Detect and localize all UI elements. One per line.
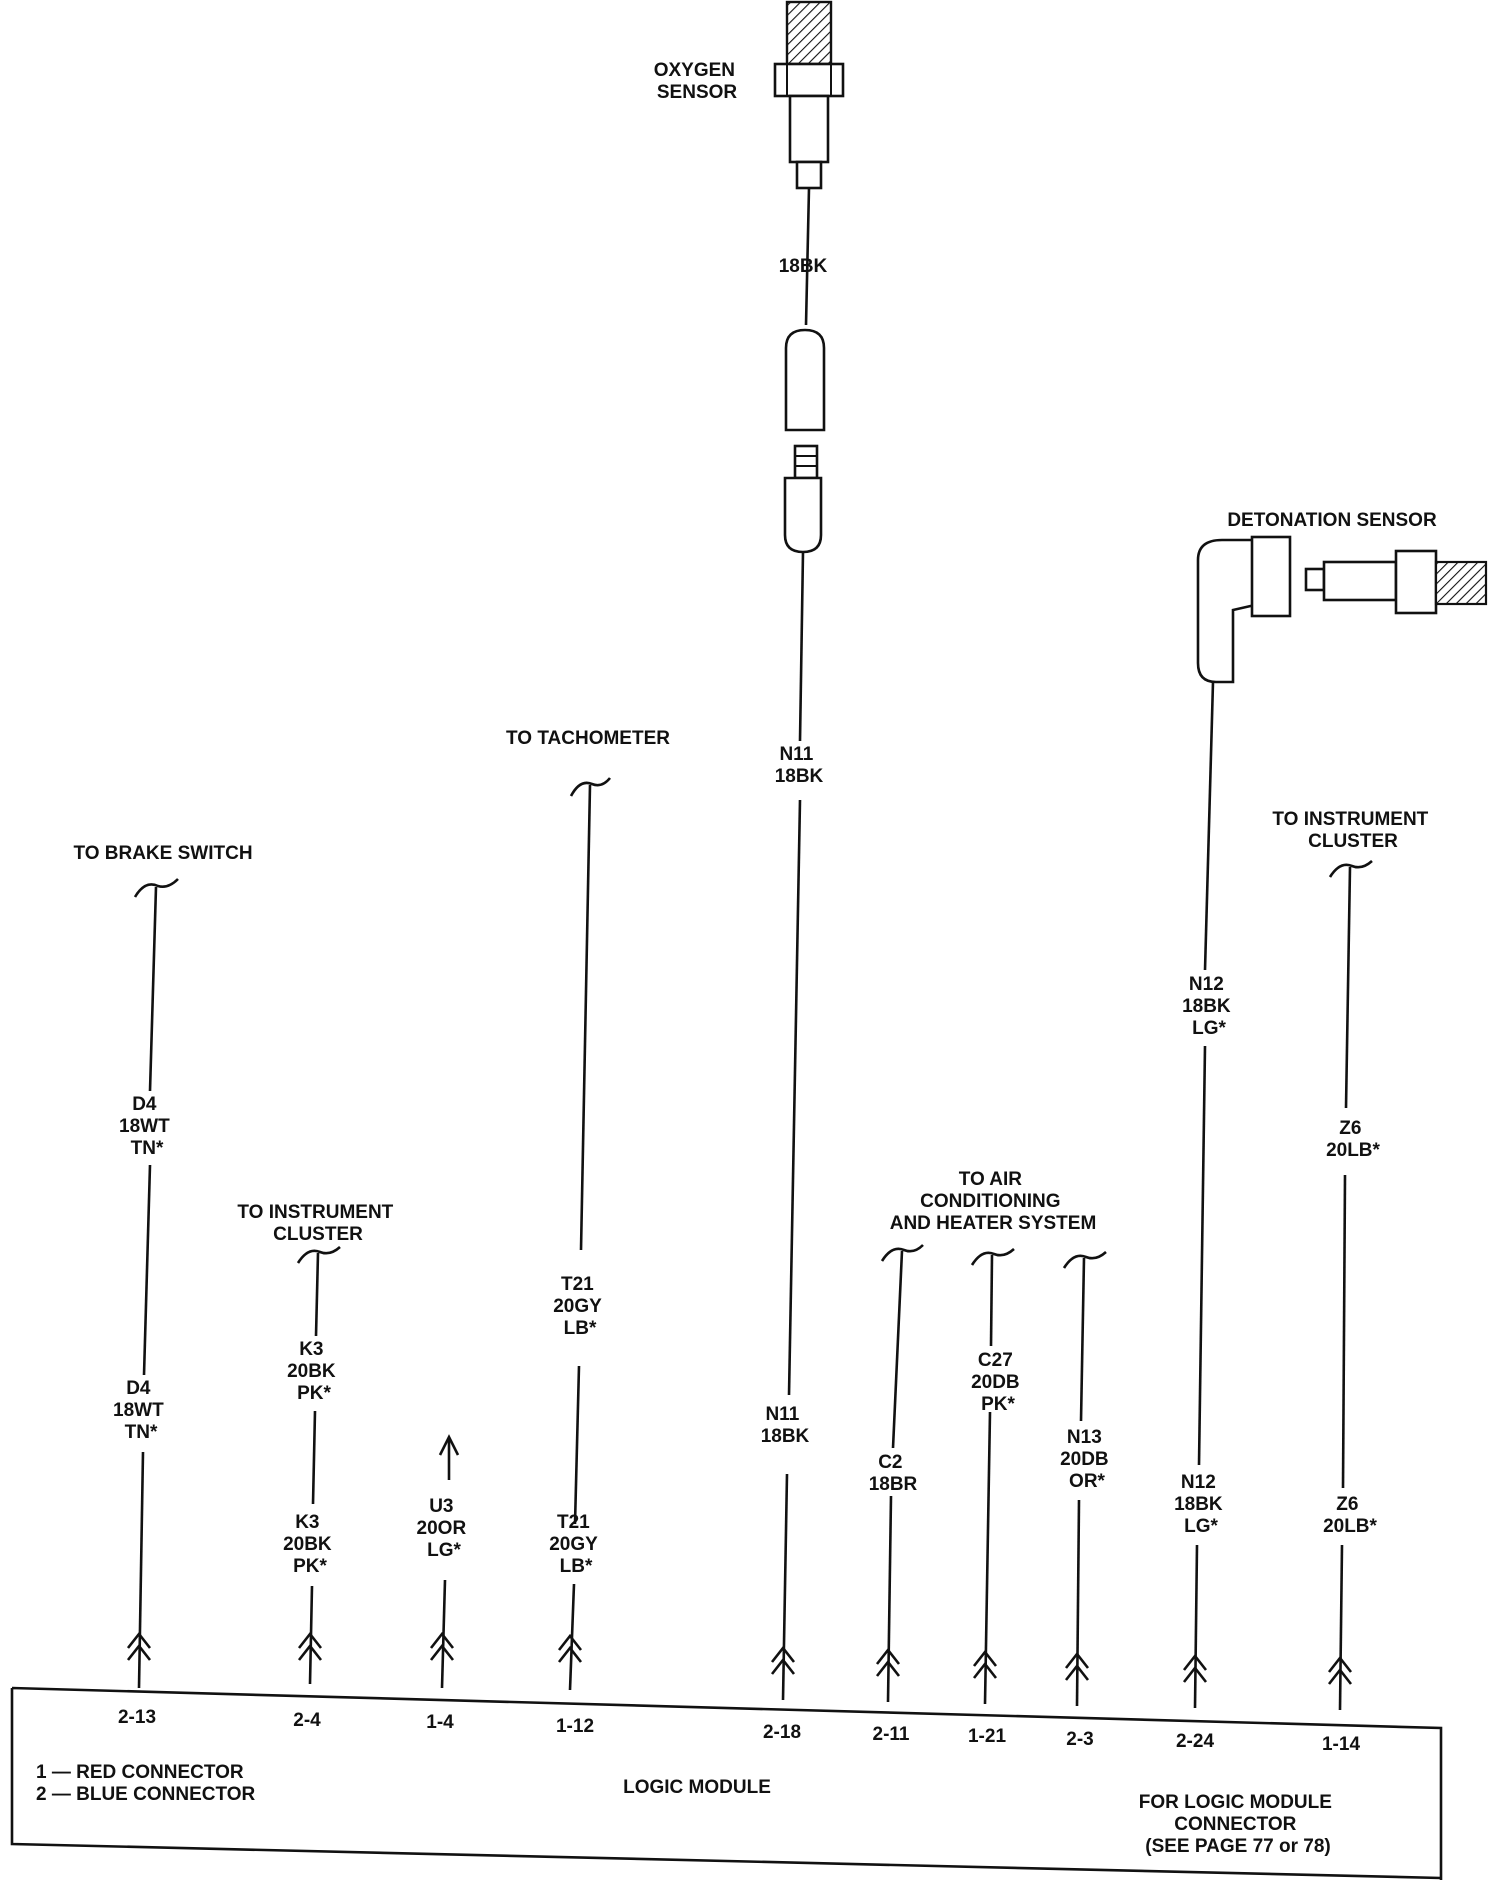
terminal-arrows [126,1631,1353,1685]
connector-plug-icon [783,328,826,554]
instrument-cluster-label-right: TO INSTRUMENT CLUSTER [1272,809,1433,852]
detonation-sensor-label: DETONATION SENSOR [1227,510,1437,531]
o2-lead-label: 18BK [779,256,828,277]
air-conditioning-label: TO AIR CONDITIONING AND HEATER SYSTEM [890,1169,1097,1234]
connector-note: FOR LOGIC MODULE CONNECTOR (SEE PAGE 77 … [1139,1792,1337,1857]
wire-label-t21-upper: T21 20GY LB* [553,1274,607,1339]
wire-label-k3-lower: K3 20BK PK* [283,1512,337,1577]
wire-label-c27: C27 20DB PK* [971,1350,1025,1415]
pin-label: 1-21 [968,1726,1006,1747]
wire-label-z6-lower: Z6 20LB* [1323,1494,1377,1537]
brake-switch-label: TO BRAKE SWITCH [73,843,252,864]
detonation-sensor-icon [1196,535,1488,684]
wire-label-n11-lower: N11 18BK [761,1404,810,1447]
pin-label: 2-11 [873,1724,910,1745]
pin-label: 1-14 [1322,1734,1360,1755]
logic-module-title: LOGIC MODULE [623,1777,771,1798]
tachometer-label: TO TACHOMETER [506,728,670,749]
wire-label-u3: U3 20OR LG* [417,1496,472,1561]
wire-label-z6-upper: Z6 20LB* [1326,1118,1380,1161]
logic-module-box [10,1686,1443,1880]
pin-label: 2-18 [763,1722,801,1743]
wire-label-d4-lower: D4 18WT TN* [113,1378,169,1443]
wire-label-n12-lower: N12 18BK LG* [1174,1472,1228,1537]
pin-label: 1-12 [556,1716,594,1737]
wire-label-n13: N13 20DB OR* [1060,1427,1114,1492]
wire-label-t21-lower: T21 20GY LB* [549,1512,603,1577]
pin-label: 2-4 [293,1710,321,1731]
wire-label-n12-upper: N12 18BK LG* [1182,974,1236,1039]
oxygen-sensor-label: OXYGEN SENSOR [654,60,741,103]
wire-label-d4-upper: D4 18WT TN* [119,1094,175,1159]
oxygen-sensor-icon [773,0,845,190]
connector-legend: 1 — RED CONNECTOR 2 — BLUE CONNECTOR [36,1762,256,1805]
pin-label: 2-13 [118,1707,156,1728]
wire-label-k3-upper: K3 20BK PK* [287,1339,341,1404]
pin-label: 2-3 [1066,1729,1093,1750]
wire-label-n11-upper: N11 18BK [775,744,824,787]
pin-label: 2-24 [1176,1731,1214,1752]
wire-label-c2: C2 18BR [869,1452,918,1495]
pin-label: 1-4 [426,1712,454,1733]
instrument-cluster-label-left: TO INSTRUMENT CLUSTER [237,1202,398,1245]
